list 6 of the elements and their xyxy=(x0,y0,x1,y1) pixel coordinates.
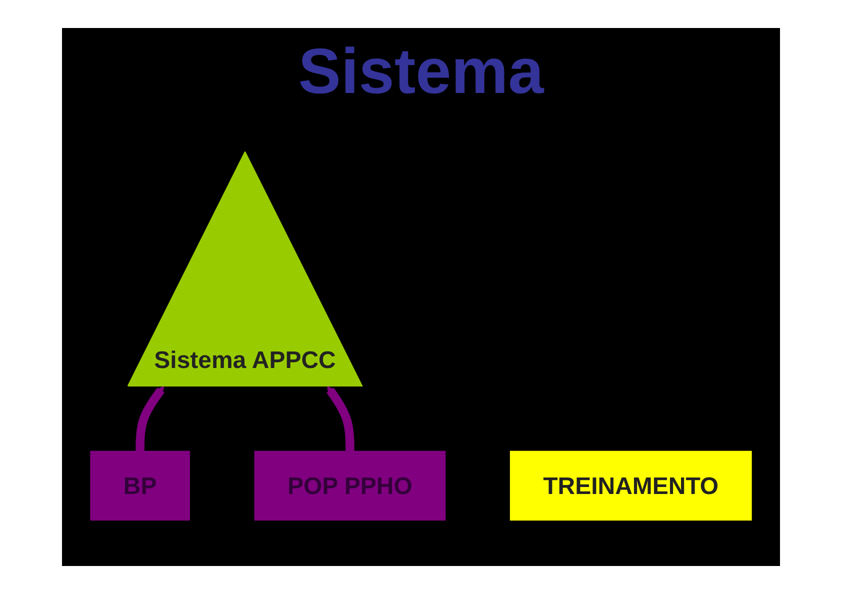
node-box: TREINAMENTO xyxy=(510,450,752,521)
node-box: POP PPHO xyxy=(254,450,446,521)
arrow xyxy=(136,386,164,452)
arrow xyxy=(326,386,354,452)
node-box: BP xyxy=(90,450,190,521)
title: Sistema xyxy=(297,34,546,108)
